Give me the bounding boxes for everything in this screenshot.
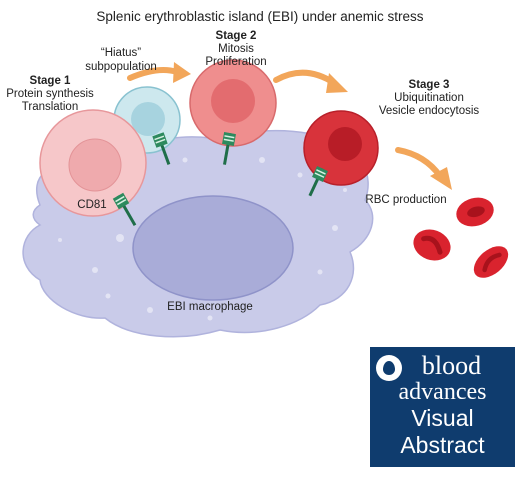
- granule: [332, 225, 338, 231]
- badge-line2: advances: [398, 379, 487, 405]
- blood-drop-icon: [376, 355, 402, 381]
- granule: [92, 267, 98, 273]
- stage2-line1: Mitosis: [218, 43, 254, 55]
- granule: [317, 269, 323, 275]
- stage1-line2: Translation: [21, 101, 79, 113]
- granule: [259, 157, 265, 163]
- red-blood-cell: [413, 229, 451, 261]
- cd81-label: CD81: [77, 199, 107, 211]
- arrow-stage1-to-stage2: [127, 62, 191, 83]
- granule: [297, 172, 303, 178]
- macrophage-label: EBI macrophage: [167, 301, 253, 313]
- badge-line1: blood: [421, 351, 482, 380]
- arrow-stage2-to-stage3: [273, 69, 348, 93]
- stage1-cell: [39, 109, 147, 217]
- hiatus-line2: subpopulation: [85, 61, 157, 73]
- stage3-line1: Ubiquitination: [394, 92, 464, 104]
- red-blood-cell: [456, 197, 494, 227]
- hiatus-line1: “Hiatus”: [100, 47, 142, 59]
- cd81-receptor: [112, 192, 137, 226]
- macrophage-nucleus: [132, 195, 294, 301]
- red-blood-cell: [473, 246, 509, 278]
- badge-line3: Visual: [411, 405, 474, 431]
- cd81-receptor: [152, 132, 171, 165]
- badge-line4: Abstract: [400, 432, 485, 458]
- stage2-heading: Stage 2: [215, 30, 257, 42]
- stage1-heading: Stage 1: [29, 75, 71, 87]
- stage1-line1: Protein synthesis: [6, 88, 94, 100]
- stage2-line2: Proliferation: [205, 56, 267, 68]
- macrophage-granules: [58, 157, 347, 321]
- cd81-receptor: [308, 166, 328, 197]
- granule: [147, 307, 153, 313]
- rbc-production-label: RBC production: [365, 194, 447, 206]
- stage3-heading: Stage 3: [408, 79, 450, 91]
- stage3-cell: [303, 110, 379, 186]
- granule: [343, 188, 347, 192]
- diagram-title: Splenic erythroblastic island (EBI) unde…: [96, 9, 424, 24]
- cd81-receptor: [222, 132, 236, 165]
- granule: [105, 293, 111, 299]
- granule: [207, 315, 213, 321]
- stage2-cell: [189, 59, 277, 147]
- granule: [58, 238, 62, 242]
- granule: [182, 157, 188, 163]
- arrow-stage3-to-rbc: [395, 147, 452, 190]
- blood-advances-badge: blood advances Visual Abstract: [370, 347, 515, 467]
- stage3-line2: Vesicle endocytosis: [378, 105, 480, 117]
- granule: [116, 234, 124, 242]
